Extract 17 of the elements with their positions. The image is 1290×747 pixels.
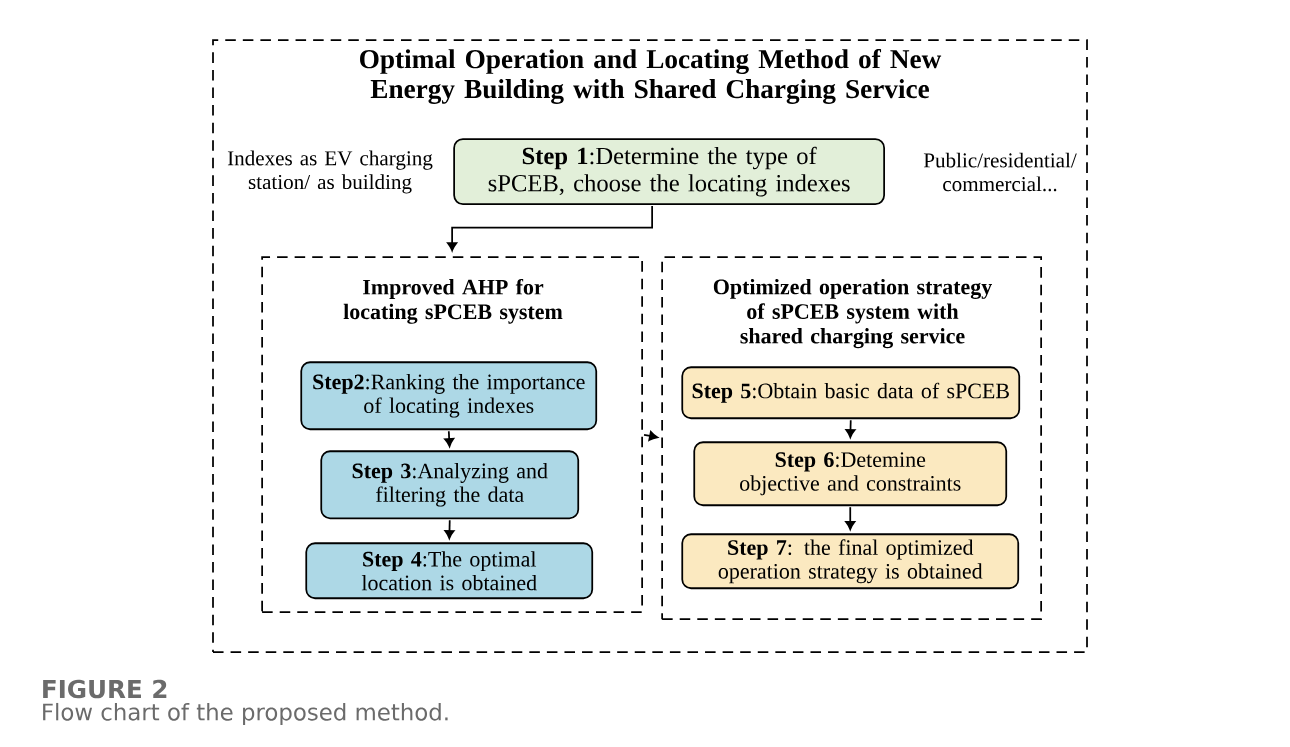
arrow [845, 419, 856, 439]
arrow [643, 431, 658, 441]
step-box: Step2:Ranking the importance of locating indexes [300, 361, 598, 431]
side-note: Indexes as EV charging station/ as building [227, 150, 433, 194]
arrow [447, 205, 653, 252]
step-box: Step 4:The optimal location is obtained [305, 542, 594, 600]
step-box: Step 6:Detemine objective and constraints [693, 441, 1008, 507]
side-note: Public/residential/ commercial... [923, 152, 1077, 192]
step-box: Step 7: the final optimized operation strategy is obtained [681, 533, 1020, 590]
step-box: Step 3:Analyzing and filtering the data [320, 450, 580, 520]
arrow [444, 430, 455, 448]
figure-number: FIGURE 2 [43, 679, 167, 699]
caption: Flow chart of the proposed method. [43, 702, 448, 726]
arrow [444, 519, 455, 540]
arrow [845, 506, 856, 531]
step-box: Step 1:Determine the type of sPCEB, choose the locating indexes [453, 138, 885, 205]
step-box: Step 5:Obtain basic data of sPCEB [681, 366, 1021, 420]
